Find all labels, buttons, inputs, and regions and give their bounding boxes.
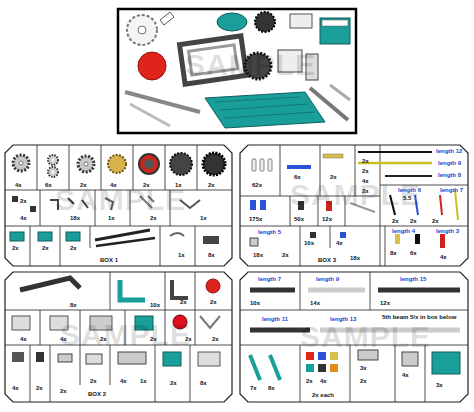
quantity-label: 2x [150,336,157,342]
quantity-label: 50x [294,216,304,222]
quantity-label: 1x [108,215,115,221]
quantity-label: 2x [208,182,215,188]
length-label: length 15 [400,276,426,282]
quantity-label: 2x [80,182,87,188]
quantity-label: 2x [282,252,289,258]
length-label: length 4 [392,228,415,234]
length-label: length 6 [398,187,421,193]
quantity-label: 4x [15,182,22,188]
quantity-label: 1x [200,215,207,221]
quantity-label: 2x each [312,392,334,398]
quantity-label: 2x [432,218,439,224]
length-label: length 11 [262,316,288,322]
box-label: BOX 3 [318,257,336,263]
quantity-label: 5.5 [403,195,411,201]
quantity-label: 1x [178,252,185,258]
quantity-label: 175x [249,216,262,222]
quantity-label: 4x [20,336,27,342]
quantity-label: 62x [252,182,262,188]
quantity-label: 2x [12,245,19,251]
quantity-label: 2x [100,336,107,342]
quantity-label: 6x [45,182,52,188]
quantity-label: 2x [143,182,150,188]
quantity-label: 8x [200,380,207,386]
quantity-label: 2x [70,245,77,251]
quantity-label: 2x [306,378,313,384]
quantity-label: 6x [410,250,417,256]
length-label: length 8 [438,172,461,178]
quantity-label: 18x [253,252,263,258]
quantity-label: 2x [330,174,337,180]
quantity-label: 18x [350,255,360,261]
length-label: length 9 [438,160,461,166]
quantity-label: 4x [120,378,127,384]
quantity-label: 8x [70,302,77,308]
quantity-label: 5th beam 5/x in box below [382,314,456,320]
quantity-label: 8x [208,252,215,258]
quantity-label: 12x [322,216,332,222]
box-label: BOX 2 [88,391,106,397]
quantity-label: 2x [362,188,369,194]
quantity-label: 10x [150,302,160,308]
quantity-label: 2x [20,198,27,204]
quantity-label: 4x [20,215,27,221]
watermark: SAMPLE [60,320,191,350]
quantity-label: 8x [268,385,275,391]
quantity-label: 6x [294,174,301,180]
length-label: length 7 [258,276,281,282]
length-label: length 7 [440,187,463,193]
quantity-label: 2x [210,299,217,305]
quantity-label: 14x [310,300,320,306]
quantity-label: 2x [185,336,192,342]
quantity-label: 4x [320,378,327,384]
length-label: length 9 [316,276,339,282]
watermark: SAMPLE [290,180,421,210]
watermark: SAMPLE [185,50,316,80]
quantity-label: 4x [60,336,67,342]
quantity-label: 7x [250,385,257,391]
quantity-label: 2x [392,218,399,224]
quantity-label: 4x [110,182,117,188]
quantity-label: 3x [436,382,443,388]
quantity-label: 4x [362,178,369,184]
quantity-label: 3x [360,365,367,371]
length-label: length 12 [436,148,462,154]
quantity-label: 1x [140,378,147,384]
quantity-label: 2x [362,158,369,164]
quantity-label: 8x [390,250,397,256]
quantity-label: 2x [60,388,67,394]
quantity-label: 2x [362,168,369,174]
watermark: SAMPLE [55,185,186,215]
length-label: length 5 [258,229,281,235]
quantity-label: 4x [12,385,19,391]
quantity-label: 12x [380,300,390,306]
quantity-label: 2x [90,378,97,384]
box-label: BOX 1 [100,257,118,263]
quantity-label: 4x [336,240,343,246]
quantity-label: 2x [410,218,417,224]
quantity-label: 2x [360,378,367,384]
quantity-label: 2x [180,299,187,305]
watermark: SAMPLE [300,322,431,352]
quantity-label: 4x [440,254,447,260]
quantity-label: 4x [402,372,409,378]
quantity-label: 2x [36,385,43,391]
quantity-label: 2x [150,215,157,221]
quantity-label: 10x [250,300,260,306]
length-label: length 3 [436,228,459,234]
quantity-label: 18x [70,215,80,221]
quantity-label: 10x [304,240,314,246]
length-label: length 13 [330,316,356,322]
quantity-label: 2x [42,245,49,251]
quantity-label: 2x [212,336,219,342]
quantity-label: 1x [175,182,182,188]
quantity-label: 2x [170,380,177,386]
